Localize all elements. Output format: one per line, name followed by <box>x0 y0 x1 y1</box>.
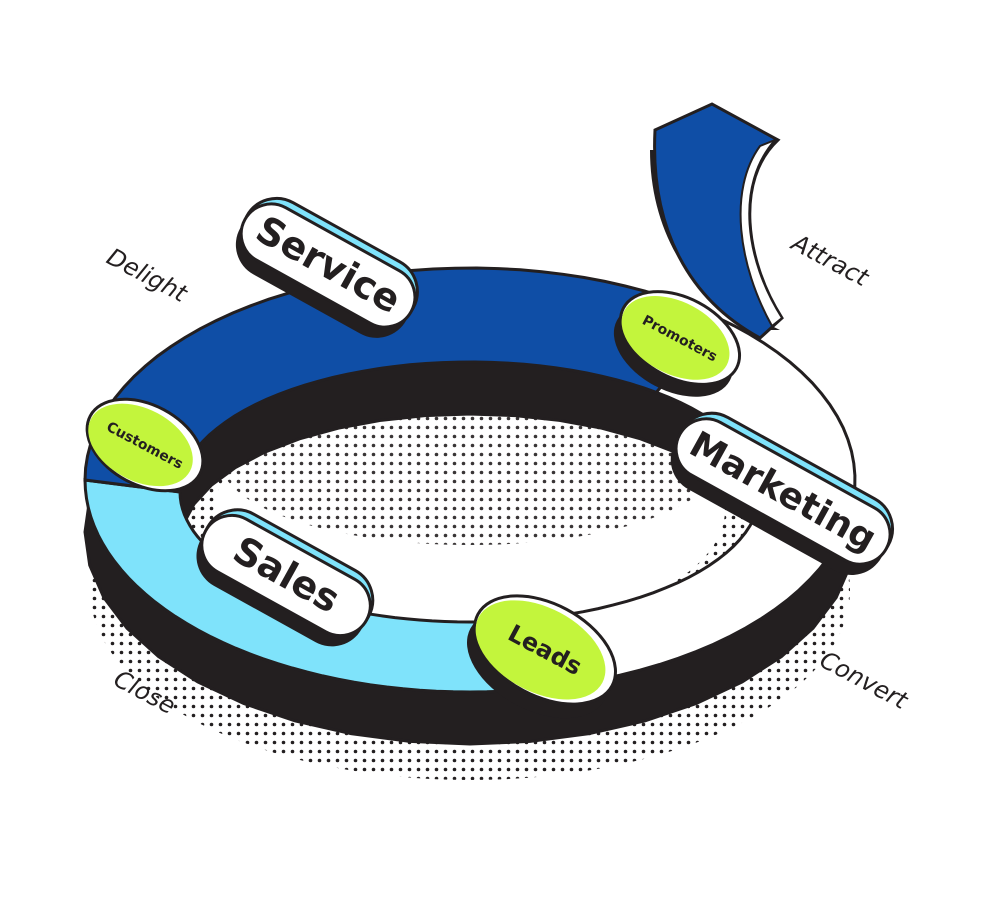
group-customers: Customers <box>85 397 205 493</box>
team-pill-service: Service <box>235 196 419 338</box>
group-leads: Leads <box>466 594 617 719</box>
stage-label-delight: Delight <box>102 243 193 309</box>
stage-label-attract: Attract <box>785 228 874 293</box>
stage-label-convert: Convert <box>815 646 913 716</box>
group-promoters: Promoters <box>613 290 742 397</box>
team-pill-sales: Sales <box>196 508 375 647</box>
attract-arc-highlight <box>739 139 784 328</box>
